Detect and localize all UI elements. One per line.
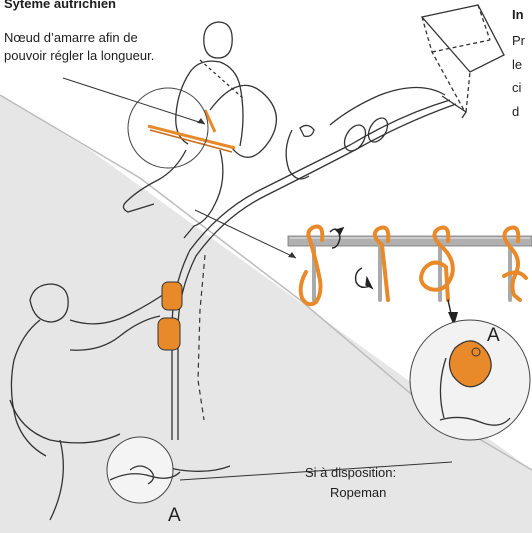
side-text-line-3: ci	[512, 79, 521, 96]
annotation-line-2: pouvoir régler la longueur.	[4, 47, 154, 64]
side-text-line-1: Pr	[512, 32, 525, 49]
diagram-title: Syteme autrichien	[4, 0, 116, 12]
detail-circle-upper	[128, 88, 208, 168]
side-text-line-2: le	[512, 56, 522, 73]
knot-bar	[288, 236, 532, 246]
detail-label-a: A	[168, 505, 181, 527]
side-heading-fragment: In	[512, 6, 524, 23]
rotate-arrow-icon	[356, 268, 372, 288]
side-text-line-4: d	[512, 103, 519, 120]
inset-label-a: A	[487, 325, 500, 347]
optional-note-line-1: Si à disposition:	[305, 464, 396, 481]
orange-sling-upper	[148, 110, 235, 152]
anchor-block	[422, 5, 504, 118]
detail-circle-lower	[107, 437, 173, 503]
optional-note-line-2: Ropeman	[330, 484, 386, 501]
annotation-line-1: Nœud d’amarre afin de	[4, 29, 138, 46]
